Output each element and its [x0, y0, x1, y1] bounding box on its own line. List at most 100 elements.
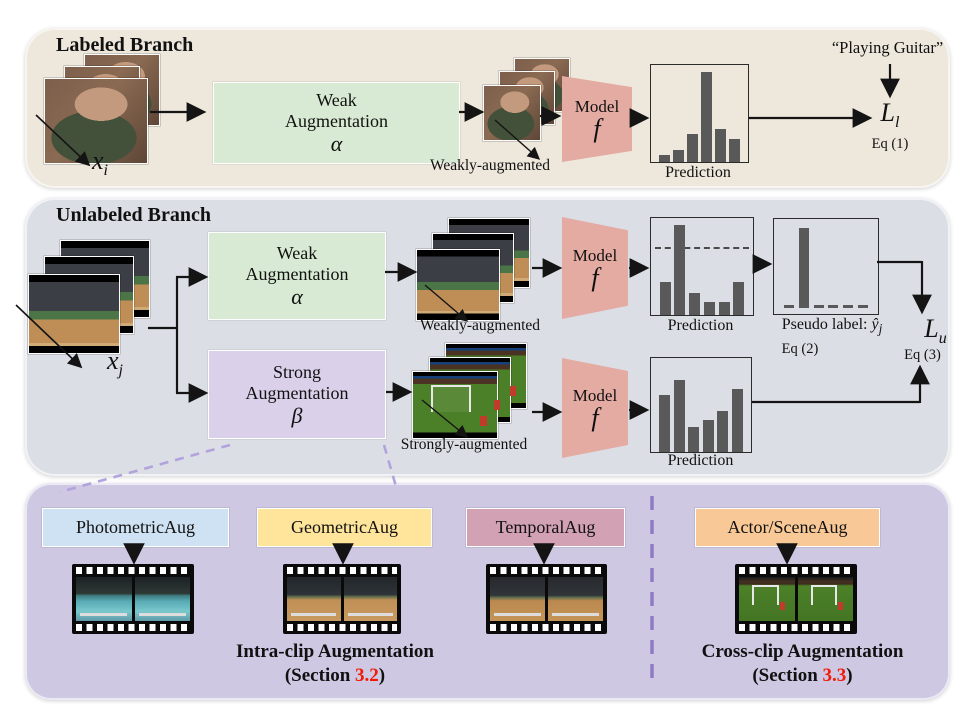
actor-scene-filmstrip [735, 564, 857, 634]
geometric-aug-label: GeometricAug [257, 508, 432, 547]
unlabeled-loss-symbol: Lu [924, 314, 947, 348]
intra-clip-caption-title: Intra-clip Augmentation [236, 641, 434, 662]
strong-aug-line2: Augmentation [245, 382, 349, 403]
film-frame [490, 577, 545, 621]
cross-clip-caption-section: (Section 3.3) [752, 665, 853, 686]
filmstrip-sprockets [739, 624, 853, 631]
unlabeled-weak-augmentation-box: Weak Augmentation α [208, 232, 386, 320]
unlabeled-weak-prediction-bars [656, 222, 748, 315]
filmstrip-sprockets [490, 567, 603, 574]
video-frame [412, 371, 498, 439]
labeled-input-symbol: xi [92, 146, 108, 180]
pseudo-label-box [773, 218, 879, 315]
film-frame [548, 577, 603, 621]
filmstrip-sprockets [739, 567, 853, 574]
labeled-loss-symbol: Ll [880, 98, 900, 132]
section-number-red: 3.3 [822, 665, 847, 686]
strong-aug-symbol: β [291, 402, 303, 428]
prediction-bar [702, 419, 714, 452]
geometric-aug-text: GeometricAug [291, 517, 398, 537]
strong-aug-line1: Strong [272, 361, 321, 382]
weak-aug-line2: Augmentation [285, 111, 388, 131]
film-frame [287, 577, 341, 621]
labeled-model-trapezoid: Model f [562, 76, 632, 162]
prediction-bar [673, 149, 684, 162]
prediction-bar [858, 305, 869, 308]
prediction-bar [687, 134, 698, 162]
video-frame [483, 85, 541, 141]
unlabeled-weakly-augmented-label: Weakly-augmented [419, 317, 541, 334]
prediction-bar [813, 305, 824, 308]
labeled-prediction-box [650, 64, 749, 163]
unlabeled-strong-prediction-bars [656, 362, 746, 452]
prediction-bar [674, 224, 686, 315]
temporal-aug-label: TemporalAug [466, 508, 625, 547]
prediction-bar [843, 305, 854, 308]
unlabeled-branch-title: Unlabeled Branch [56, 204, 212, 226]
prediction-bar [689, 292, 701, 315]
model-label: Model [574, 96, 620, 116]
film-frame [76, 577, 132, 621]
video-frame [28, 274, 120, 354]
unlabeled-weak-prediction-box [650, 217, 754, 316]
pseudo-label-bars [779, 223, 873, 308]
weak-aug-symbol: α [291, 284, 303, 309]
prediction-bar [659, 154, 670, 162]
weak-aug-line1: Weak [316, 90, 357, 110]
prediction-bar [783, 305, 794, 308]
unlabeled-loss-equation-ref: Eq (3) [904, 347, 941, 363]
prediction-bar [828, 305, 839, 308]
weak-aug-line1: Weak [276, 243, 318, 263]
prediction-bar [659, 395, 671, 452]
intra-clip-caption-section: (Section 3.2) [284, 665, 386, 686]
pseudo-label-caption: Pseudo label: ŷj [781, 316, 883, 337]
labeled-weak-augmentation-box: Weak Augmentation α [213, 82, 460, 164]
temporal-aug-text: TemporalAug [495, 517, 596, 537]
model-label: Model [572, 385, 618, 405]
film-frame [739, 577, 795, 621]
prediction-bar [733, 282, 745, 315]
labeled-prediction-label: Prediction [665, 164, 731, 181]
prediction-bar [731, 389, 743, 452]
strong-augmentation-box: Strong Augmentation β [208, 350, 386, 439]
section-number-red: 3.2 [355, 665, 379, 686]
prediction-bar [688, 426, 700, 452]
model-symbol: f [593, 113, 601, 143]
model-symbol: f [591, 402, 599, 432]
film-frame [797, 577, 853, 621]
filmstrip-sprockets [287, 624, 397, 631]
weak-aug-symbol: α [330, 131, 343, 156]
actor-scene-aug-text: Actor/SceneAug [727, 517, 848, 537]
unlabeled-strong-model-trapezoid: Model f [562, 358, 628, 458]
geometric-filmstrip [283, 564, 401, 634]
prediction-bar [659, 281, 671, 315]
temporal-filmstrip [486, 564, 607, 634]
prediction-bar [701, 71, 712, 162]
labeled-prediction-bars [656, 69, 743, 162]
ground-truth-class-label: “Playing Guitar” [831, 38, 944, 57]
photometric-aug-label: PhotometricAug [42, 508, 229, 547]
weak-aug-line2: Augmentation [245, 264, 349, 284]
filmstrip-sprockets [287, 567, 397, 574]
prediction-bar [798, 228, 809, 308]
labeled-loss-equation-ref: Eq (1) [871, 136, 909, 152]
cross-clip-caption-title: Cross-clip Augmentation [701, 641, 904, 662]
labeled-weakly-augmented-label: Weakly-augmented [429, 157, 551, 174]
prediction-bar [715, 129, 726, 162]
strongly-augmented-label: Strongly-augmented [400, 436, 528, 453]
prediction-bar [729, 138, 740, 162]
actor-scene-aug-label: Actor/SceneAug [695, 508, 880, 547]
unlabeled-strong-prediction-label: Prediction [667, 452, 734, 469]
prediction-bar [673, 380, 685, 452]
photometric-filmstrip [72, 564, 194, 634]
model-symbol: f [591, 262, 599, 292]
unlabeled-input-symbol: xj [107, 346, 123, 380]
pseudo-label-equation-ref: Eq (2) [781, 341, 819, 357]
photometric-aug-text: PhotometricAug [76, 517, 195, 537]
confidence-threshold-line [655, 247, 749, 250]
filmstrip-sprockets [76, 624, 190, 631]
unlabeled-weak-prediction-label: Prediction [667, 317, 734, 334]
filmstrip-sprockets [490, 624, 603, 631]
prediction-bar [717, 410, 729, 452]
